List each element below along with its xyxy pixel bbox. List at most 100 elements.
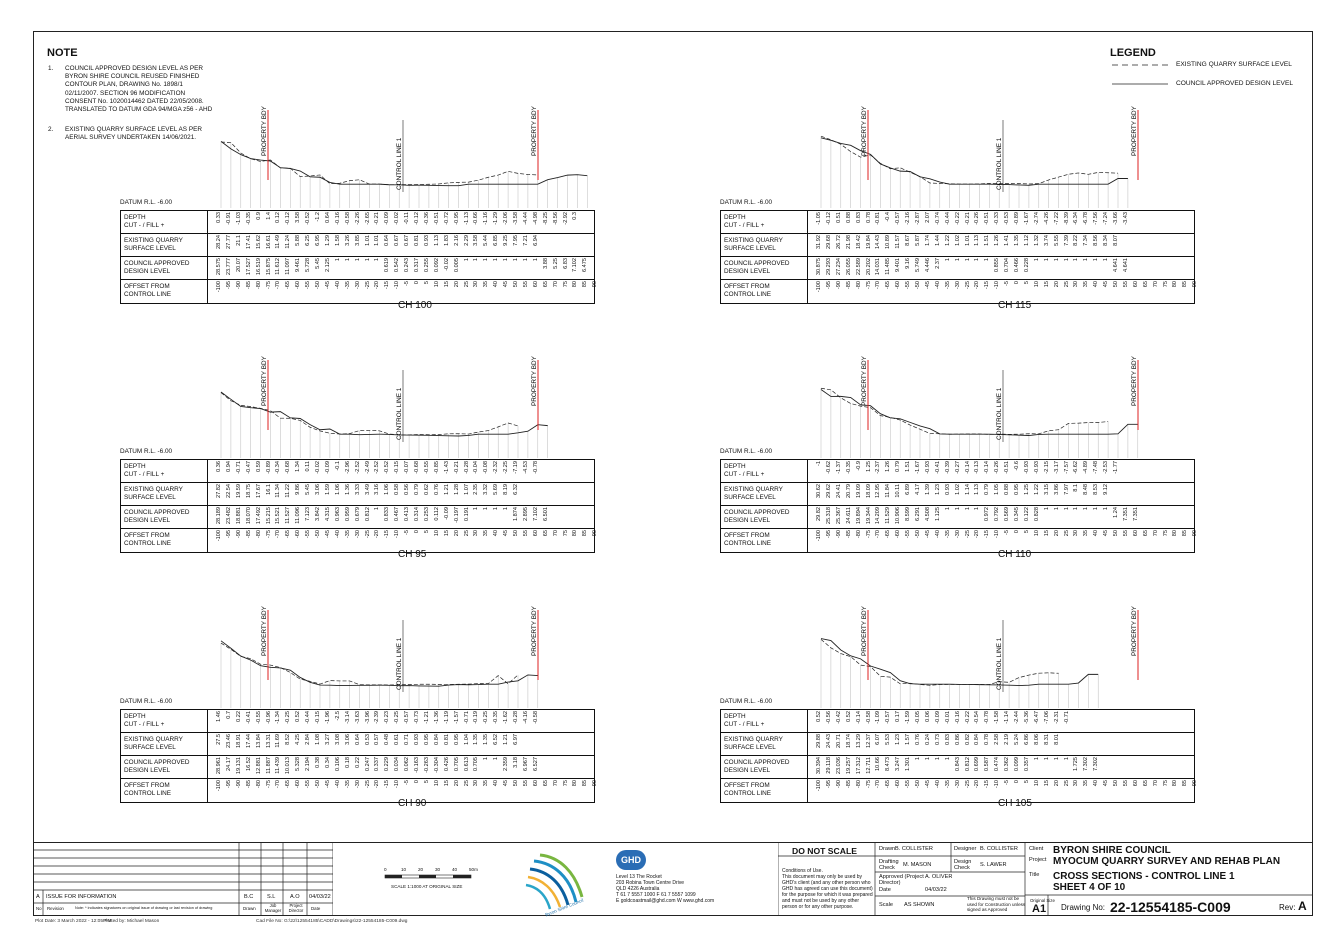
table-cell: 8.22 [1073,235,1080,246]
table-cell: -95 [825,281,832,290]
row-label-line: DEPTH [724,713,746,720]
table-cell: 25 [1063,780,1070,787]
table-cell: -0.81 [875,212,882,225]
table-cell: 8.473 [885,757,892,771]
table-cell: 0.62 [423,484,430,495]
property-boundary-marker: PROPERTY BDY [261,605,269,680]
table-cell: 0.812 [964,757,971,771]
table-cell: 1 [493,258,500,262]
table-cell: 2.895 [522,507,529,521]
table-cell: 35 [483,530,490,537]
table-cell: -1.16 [483,212,490,225]
table-cell: -0.02 [315,461,321,474]
section-chainage-label: CH 105 [998,798,1032,809]
table-cell: 55 [1122,281,1129,288]
table-cell: 28.189 [216,507,222,525]
section-chainage-label: CH 95 [398,549,427,560]
table-cell: -15 [984,530,991,539]
property-boundary-label: PROPERTY BDY [531,105,538,156]
plot-date: Plot Date: 3 March 2022 - 12:05 PM [35,919,112,924]
table-cell: -60 [895,780,902,789]
table-cell: 3.842 [315,507,321,521]
title-label: Title [1029,872,1040,878]
table-cell: -5 [1004,780,1011,785]
table-cell: 1.51 [984,235,991,246]
table-cell: 30 [473,530,480,537]
table-cell: -100 [216,530,222,542]
control-line-label: CONTROL LINE 1 [996,137,1003,190]
table-cell: 0.64 [384,235,391,246]
table-cell: 8.01 [1053,734,1060,745]
table-cell: 1 [1063,757,1070,761]
table-cell: 0 [414,530,420,534]
table-cell: 30 [473,780,480,787]
scale-number: 40 [452,867,458,872]
table-cell: 0.76 [915,734,921,745]
table-cell: -2.44 [1014,711,1020,724]
conditions-line: for the purpose for which it was prepare… [782,892,873,898]
table-cell: -2.52 [374,461,381,474]
table-cell: 0.253 [423,507,430,521]
table-cell: -40 [934,780,941,789]
table-cell: 29.293 [825,258,832,276]
table-cell: -0.19 [473,711,480,724]
row-label-line: OFFSET FROM [124,532,170,539]
table-cell: 28.575 [216,258,222,276]
datum-label: DATUM R.L. -6.00 [120,199,173,206]
table-cell: -7.57 [1063,461,1070,474]
table-cell: -90 [835,530,842,539]
table-cell: -6.78 [1083,212,1090,225]
table-cell: 2.29 [463,235,470,246]
table-cell: -0.09 [934,711,941,724]
table-cell: 1 [503,258,510,262]
table-cell: 1 [374,507,381,511]
property-boundary-marker: PROPERTY BDY [1131,105,1139,180]
property-boundary-marker: PROPERTY BDY [861,105,869,180]
table-cell: 0.247 [364,757,371,771]
table-cell: 3.58 [473,235,480,246]
table-cell: 1 [483,258,490,262]
conditions-line: Conditions of Use. [782,868,823,874]
original-size-label: Original Size [1030,898,1055,903]
table-cell: -65 [285,780,292,789]
construction-note-line: This Drawing must not be [967,896,1020,901]
table-cell: -5 [1004,281,1011,286]
table-cell: 0.61 [394,734,401,745]
table-cell: 6.95 [315,235,321,246]
row-label-line: OFFSET FROM [724,283,770,290]
table-cell: -0.68 [285,461,292,474]
table-cell: 1.13 [974,235,981,246]
table-cell: 12.711 [865,757,872,774]
table-cell: 50 [1113,281,1119,288]
table-cell: 0.83 [855,212,862,223]
table-cell: 0.413 [404,507,411,521]
table-cell: 1 [1103,258,1110,262]
table-cell: 40 [1093,530,1100,537]
title-line-2: SHEET 4 OF 10 [1053,882,1126,893]
table-cell: -80 [255,530,262,539]
row-values: -100-95-90-85-80-75-70-65-60-55-50-45-40… [207,280,598,303]
table-cell: 10.013 [285,757,292,775]
table-cell: -0.44 [944,212,951,225]
table-cell: -0.304 [433,757,440,773]
property-boundary-marker: PROPERTY BDY [1131,605,1139,680]
table-cell: 19.344 [865,507,872,525]
table-cell: 3.247 [895,757,902,771]
row-label-line: DESIGN LEVEL [724,767,771,775]
row-label-line: OFFSET FROM [124,782,170,789]
table-cell: 17.527 [245,258,252,276]
table-cell: 90 [1192,780,1199,787]
existing-surface-line [820,135,1119,185]
note-line: COUNCIL APPROVED DESIGN LEVEL AS PER [65,65,204,72]
table-cell: -3.14 [344,711,351,724]
table-cell: 31.92 [816,235,822,249]
row-label-line: CUT - / FILL + [124,222,165,230]
